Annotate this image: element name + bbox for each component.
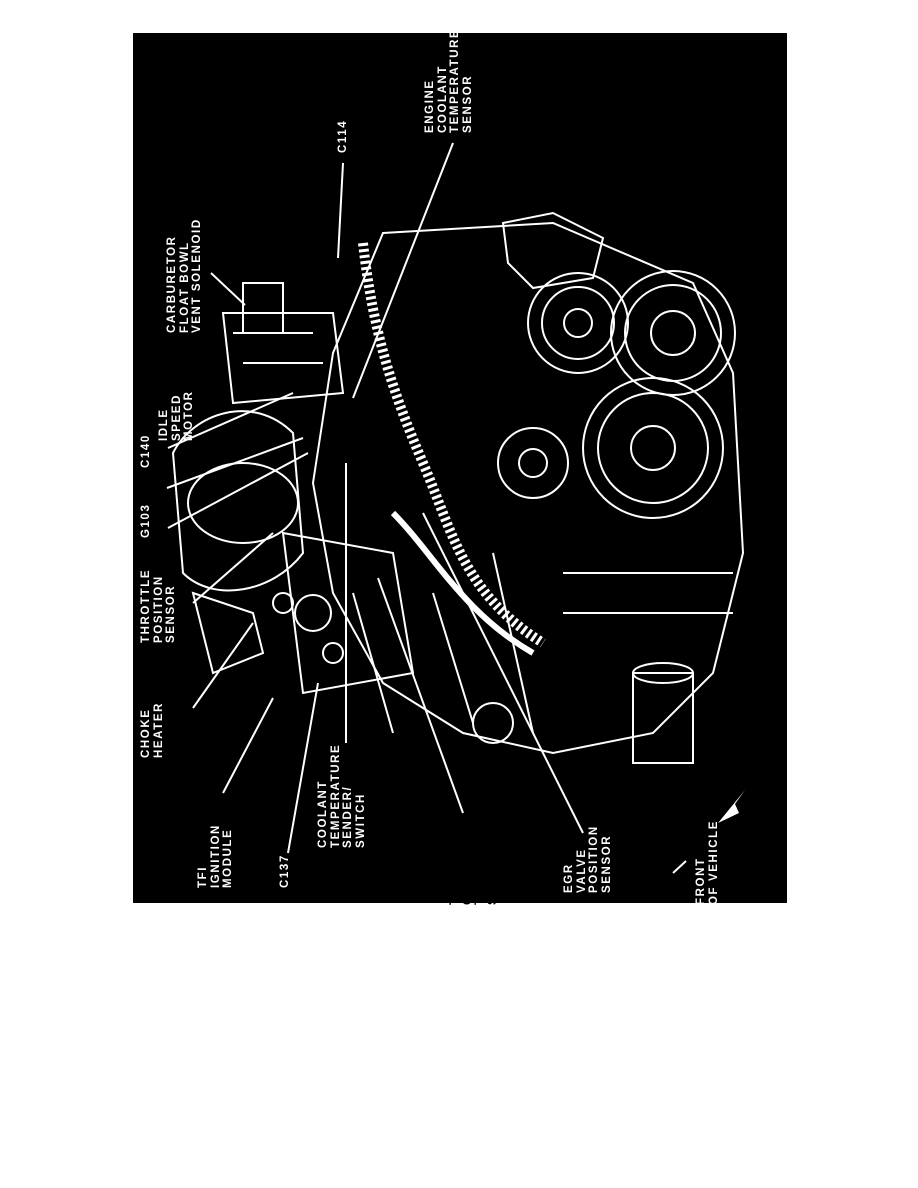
leader-c137 [287, 682, 319, 854]
label-c114: C114 [337, 119, 349, 153]
label-g103: G103 [140, 503, 152, 538]
pulley-upper [610, 270, 736, 396]
label-throttle-position-sensor: THROTTLE POSITION SENSOR [140, 568, 177, 643]
front-arrow-icon [718, 790, 745, 823]
leader-c140 [166, 437, 304, 489]
leader-air-charge [377, 577, 464, 814]
engine-diagram: ENGINE COOLANT TEMPERATURE SENSOR C114 C… [133, 33, 787, 903]
leader-throttle [192, 532, 274, 604]
leader-choke [192, 622, 254, 709]
label-to-air-charge-temperature-sensor: TO AIR CHARGE TEMPERATURE SENSOR [449, 800, 499, 905]
label-carburetor-float-bowl-vent-solenoid: CARBURETOR FLOAT BOWL VENT SOLENOID [166, 218, 203, 333]
label-engine-coolant-temperature-sensor: ENGINE COOLANT TEMPERATURE SENSOR [424, 33, 474, 133]
leader-tfi [222, 697, 274, 794]
engine-illustration [166, 142, 745, 874]
label-c140: C140 [140, 434, 152, 468]
label-choke-heater: CHOKE HEATER [140, 701, 165, 758]
leader-c114 [337, 162, 344, 259]
leader-g103 [167, 452, 309, 529]
leader-carburetor [210, 272, 246, 306]
label-egr-valve-position-sensor: EGR VALVE POSITION SENSOR [563, 825, 613, 893]
label-front-of-vehicle: FRONT OF VEHICLE [695, 819, 720, 903]
leader-engine-coolant [352, 142, 454, 399]
front-indicator-line [672, 860, 687, 874]
label-idle-speed-motor: IDLE SPEED MOTOR [158, 390, 195, 441]
label-coolant-temperature-sender-switch: COOLANT TEMPERATURE SENDER/ SWITCH [317, 743, 367, 848]
label-c137: C137 [279, 854, 291, 888]
label-tfi-ignition-module: TFI IGNITION MODULE [197, 824, 234, 888]
leader-egr [422, 512, 584, 834]
leader-idle-speed [167, 392, 294, 449]
